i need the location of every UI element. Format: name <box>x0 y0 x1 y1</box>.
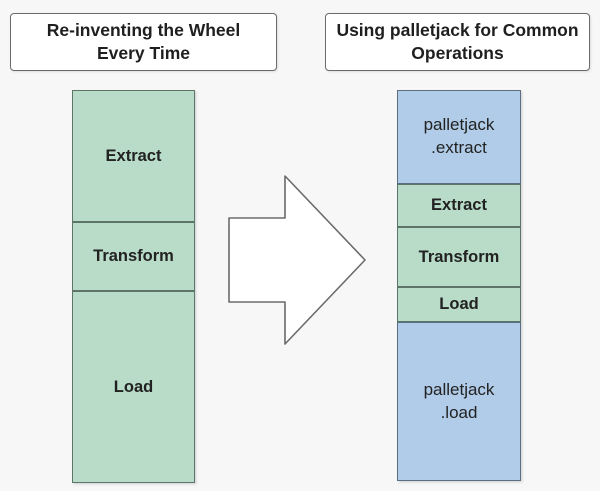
right-block-transform: Transform <box>397 227 521 287</box>
right-block-load: Load <box>397 287 521 322</box>
right-block-palletjack-extract-label: palletjack .extract <box>423 115 495 157</box>
left-panel-title: Re-inventing the Wheel Every Time <box>10 13 277 71</box>
right-block-extract-label: Extract <box>431 196 487 214</box>
left-block-transform: Transform <box>72 222 195 291</box>
right-panel-title: Using palletjack for Common Operations <box>325 13 590 71</box>
right-block-extract: Extract <box>397 184 521 227</box>
left-block-extract-label: Extract <box>105 146 162 165</box>
left-block-load-label: Load <box>113 377 154 396</box>
left-block-extract: Extract <box>72 90 195 222</box>
left-block-transform-label: Transform <box>93 247 174 265</box>
right-block-palletjack-extract: palletjack .extract <box>397 90 521 184</box>
right-block-transform-label: Transform <box>418 247 500 266</box>
left-block-load: Load <box>72 291 195 483</box>
right-block-arrow-icon <box>227 174 367 346</box>
right-block-palletjack-load-label: palletjack .load <box>423 379 495 422</box>
right-block-load-label: Load <box>439 295 479 313</box>
right-block-palletjack-load: palletjack .load <box>397 322 521 481</box>
